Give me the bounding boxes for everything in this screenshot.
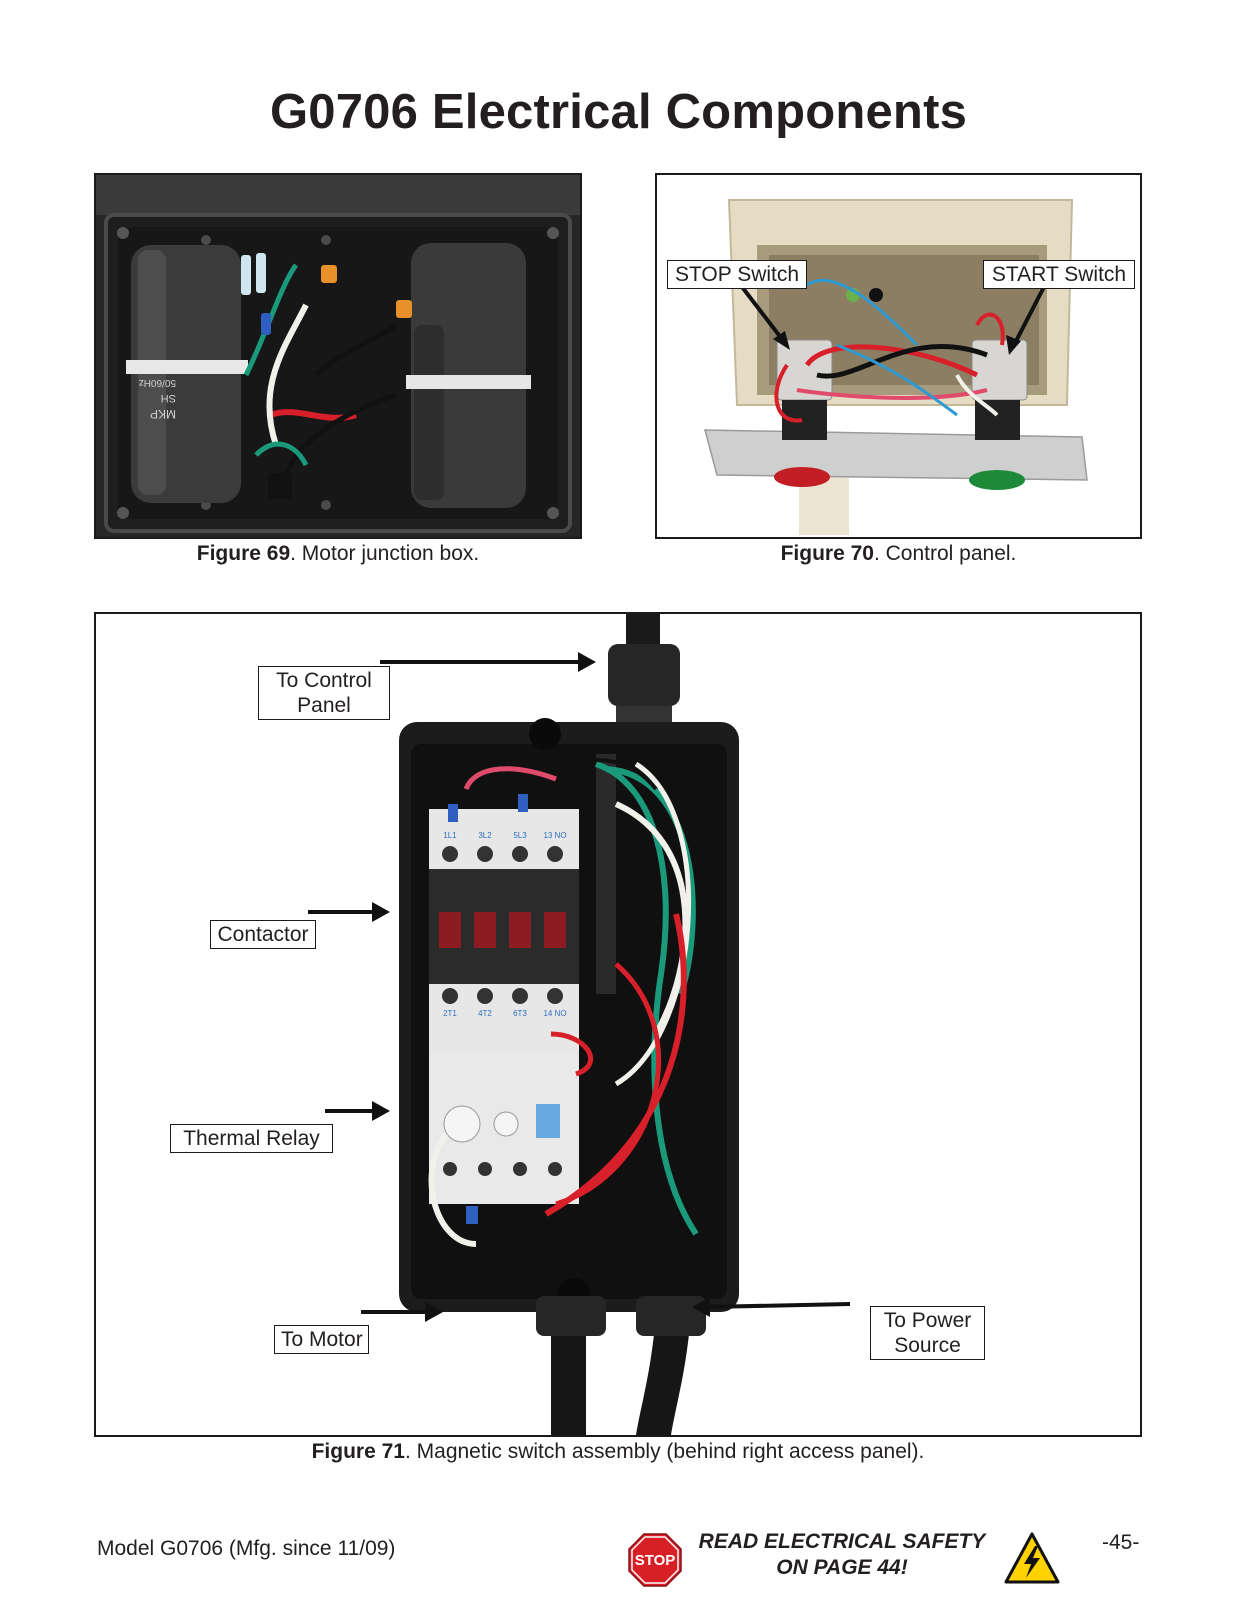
callout-line: Panel: [297, 694, 351, 717]
safety-line: READ ELECTRICAL SAFETY: [698, 1530, 986, 1553]
footer-model: Model G0706 (Mfg. since 11/09): [97, 1537, 396, 1560]
stop-sign-icon: STOP: [628, 1533, 682, 1587]
stop-switch-callout: STOP Switch: [667, 260, 807, 289]
svg-text:6T3: 6T3: [513, 1009, 527, 1018]
electrical-safety-notice: READ ELECTRICAL SAFETY ON PAGE 44!: [692, 1529, 992, 1581]
to-power-source-callout: To Power Source: [870, 1306, 985, 1360]
contactor-terminal-labels: 1L1 3L2 5L3 13 NO 2T1 4T2 6T3 14 NO: [443, 831, 566, 1018]
svg-text:SH: SH: [161, 392, 176, 404]
to-motor-callout: To Motor: [274, 1325, 369, 1354]
svg-text:4T2: 4T2: [478, 1009, 492, 1018]
svg-text:2T1: 2T1: [443, 1009, 457, 1018]
svg-text:5L3: 5L3: [513, 831, 527, 840]
thermal-relay-callout: Thermal Relay: [170, 1124, 333, 1153]
figure-70-caption: Figure 70. Control panel.: [780, 542, 1017, 565]
capacitor-marking: MKP SH 50/60Hz: [139, 377, 176, 421]
electrical-hazard-icon: [1004, 1532, 1060, 1584]
to-control-panel-callout: To Control Panel: [258, 666, 390, 720]
callout-line: To Control: [276, 669, 372, 692]
figure-70-photo: [655, 173, 1142, 539]
svg-text:1L1: 1L1: [443, 831, 457, 840]
page-title: G0706 Electrical Components: [269, 85, 968, 139]
callout-line: To Power: [883, 1309, 972, 1332]
start-switch-callout: START Switch: [983, 260, 1135, 289]
figure-71-caption: Figure 71. Magnetic switch assembly (beh…: [311, 1440, 925, 1463]
callout-line: Source: [894, 1334, 961, 1357]
figure-69-caption: Figure 69. Motor junction box.: [196, 542, 480, 565]
svg-text:3L2: 3L2: [478, 831, 492, 840]
svg-text:14 NO: 14 NO: [543, 1009, 566, 1018]
page-number: -45-: [1102, 1531, 1140, 1554]
svg-text:50/60Hz: 50/60Hz: [139, 377, 176, 388]
svg-text:STOP: STOP: [635, 1552, 676, 1569]
figure-69-photo: MKP SH 50/60Hz: [94, 173, 582, 539]
svg-text:13 NO: 13 NO: [543, 831, 566, 840]
contactor-callout: Contactor: [210, 920, 316, 949]
svg-text:MKP: MKP: [150, 407, 176, 421]
figure-71-photo: 1L1 3L2 5L3 13 NO 2T1 4T2 6T3 14 NO: [94, 612, 1142, 1437]
safety-line: ON PAGE 44!: [776, 1556, 908, 1579]
